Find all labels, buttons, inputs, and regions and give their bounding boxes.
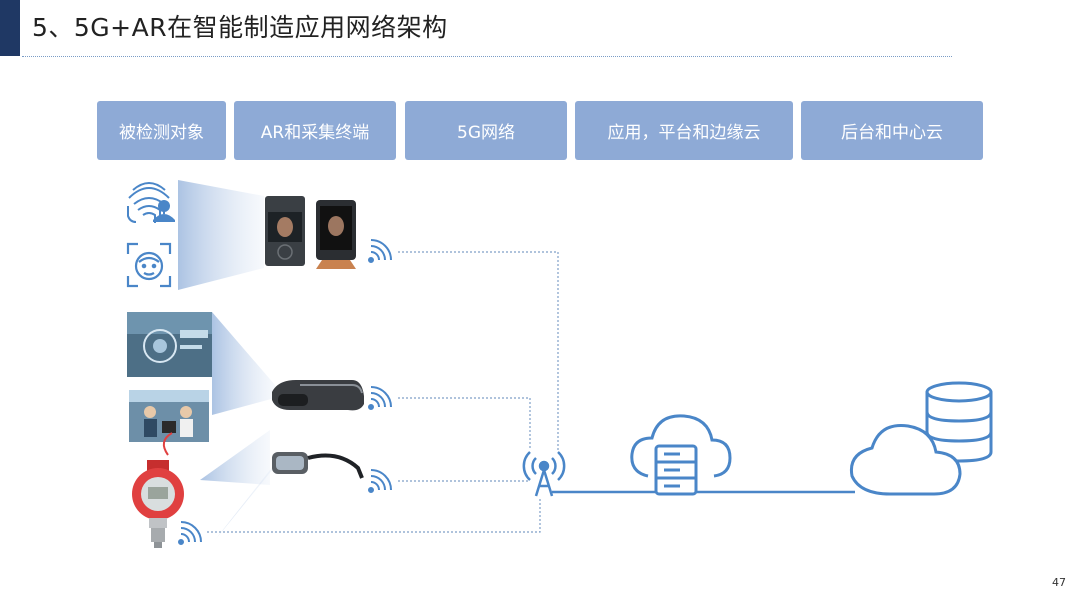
header-center-cloud: 后台和中心云 — [801, 101, 983, 160]
edge-cloud-server-icon — [630, 414, 732, 496]
industrial-image-workers — [129, 390, 209, 442]
ar-glasses-smart — [272, 452, 364, 479]
center-cloud-database-icon — [849, 381, 993, 496]
network-connection-lines — [207, 251, 559, 533]
page-title: 5、5G+AR在智能制造应用网络架构 — [32, 13, 448, 42]
beam-ar-glasses-2 — [200, 430, 270, 485]
face-scan-icon — [126, 242, 172, 288]
beam-sensor — [215, 458, 282, 540]
pressure-sensor-icon — [132, 432, 184, 548]
industrial-image-machinery — [127, 312, 212, 377]
title-accent-bar — [0, 0, 20, 56]
5g-base-station-icon — [522, 451, 566, 497]
ar-glasses-headset — [272, 380, 364, 411]
wifi-signal-icon-4 — [178, 521, 202, 545]
header-detected-objects: 被检测对象 — [97, 101, 226, 160]
title-divider — [22, 56, 952, 57]
page-number: 47 — [1052, 576, 1066, 589]
user-icon — [153, 200, 175, 222]
wifi-signal-icon-3 — [368, 469, 392, 493]
header-edge-cloud: 应用，平台和边缘云 — [575, 101, 793, 160]
wifi-signal-icon-1 — [368, 239, 392, 263]
header-5g-network: 5G网络 — [405, 101, 567, 160]
beam-ar-glasses-1 — [212, 312, 275, 415]
header-ar-terminals: AR和采集终端 — [234, 101, 396, 160]
wifi-signal-icon-2 — [368, 386, 392, 410]
beam-face-terminal — [178, 180, 264, 290]
face-terminal-device-2 — [316, 200, 356, 269]
face-terminal-device-1 — [265, 196, 305, 266]
